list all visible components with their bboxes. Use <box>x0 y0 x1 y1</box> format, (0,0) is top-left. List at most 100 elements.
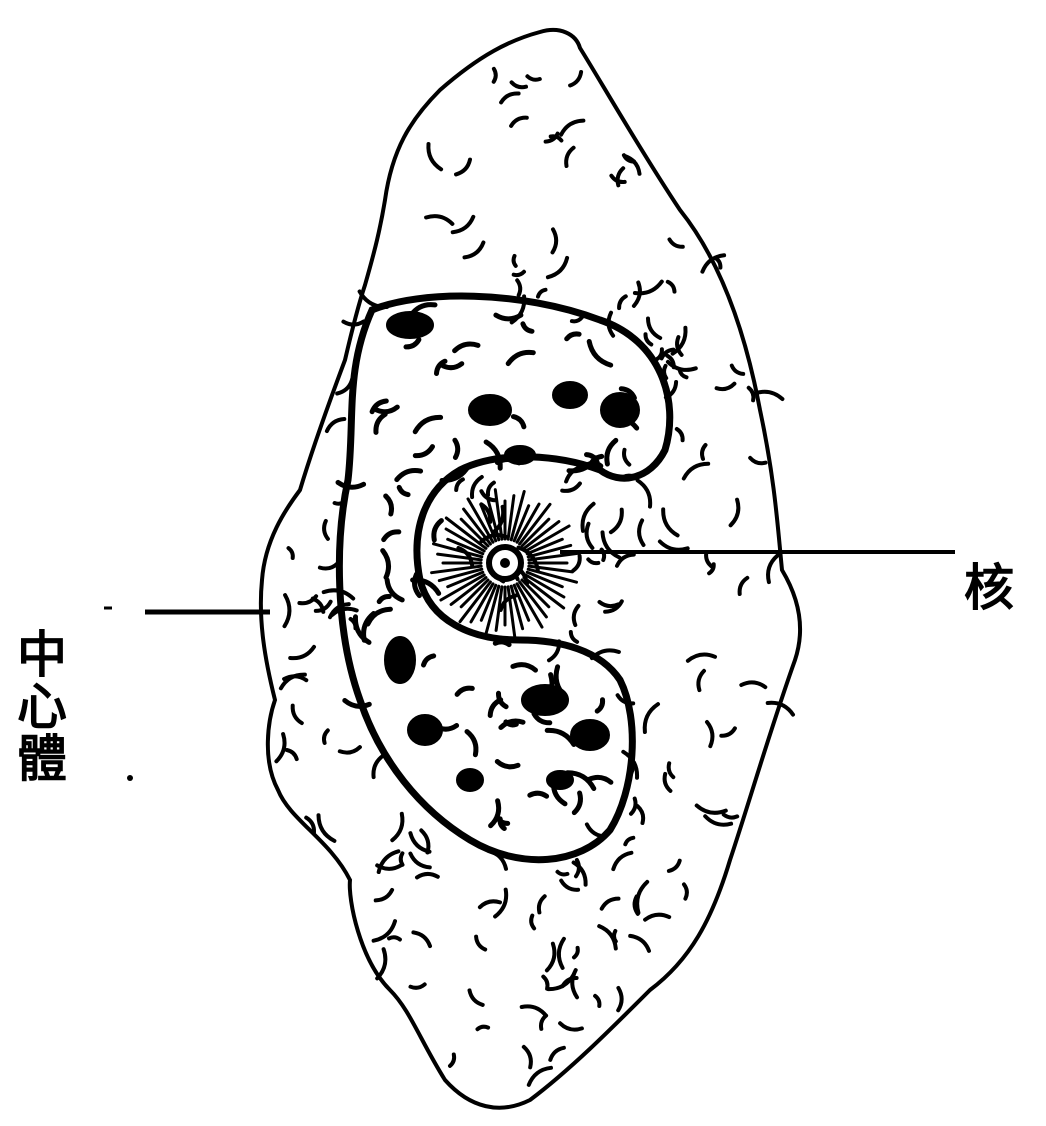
cytoplasm-granule <box>561 121 583 135</box>
chromatin-strand <box>386 496 392 514</box>
cytoplasm-granule <box>697 806 726 813</box>
cytoplasm-granule <box>389 937 400 939</box>
cytoplasm-granule <box>684 464 708 479</box>
cytoplasm-granule <box>543 977 547 989</box>
chromatin-strand <box>377 407 398 412</box>
cytoplasm-granule <box>576 860 579 876</box>
cytoplasm-granule <box>669 763 674 777</box>
chromatin-strand <box>376 414 385 432</box>
cytoplasm-granule <box>531 916 534 929</box>
cytoplasm-granule <box>668 282 675 292</box>
chromatin-clump <box>572 721 608 749</box>
chromatin-strand <box>497 762 518 767</box>
chromatin-strand <box>443 364 462 368</box>
cytoplasm-granule <box>426 216 452 224</box>
cytoplasm-granule <box>290 647 314 658</box>
cytoplasm-granule <box>401 853 403 864</box>
cytoplasm-granule <box>319 815 335 841</box>
cytoplasm-granule <box>600 602 619 606</box>
cytoplasm-granule <box>611 510 622 533</box>
cytoplasm-granule <box>684 884 687 898</box>
chromatin-strand <box>455 344 478 351</box>
cytoplasm-granule <box>702 445 706 459</box>
cytoplasm-granule <box>657 349 662 359</box>
cytoplasm-granule <box>677 429 683 440</box>
cytoplasm-granule <box>602 899 619 909</box>
cytoplasm-granule <box>631 799 636 814</box>
cytoplasm-granule <box>553 229 557 252</box>
cytoplasm-granule <box>376 890 392 901</box>
chromatin-strand <box>455 440 458 457</box>
cytoplasm-granule <box>550 1048 564 1060</box>
cytoplasm-granule <box>529 1068 551 1085</box>
cytoplasm-granule <box>625 838 633 845</box>
cytoplasm-granule <box>410 854 429 868</box>
cytoplasm-granule <box>750 458 765 463</box>
cytoplasm-granule <box>511 118 527 126</box>
cytoplasm-granule <box>480 901 500 907</box>
cytoplasm-granule <box>614 931 616 941</box>
cytoplasm-granule <box>566 148 573 166</box>
cytoplasm-granule <box>638 806 644 823</box>
cytoplasm-granule <box>572 970 577 997</box>
cytoplasm-granule <box>472 477 482 497</box>
cytoplasm-granule <box>514 272 524 275</box>
cytoplasm-granule <box>285 595 290 626</box>
chromatin-strand <box>415 417 440 431</box>
cytoplasm-granule <box>522 1006 546 1015</box>
cytoplasm-granule <box>293 706 302 724</box>
chromatin-clump <box>523 686 567 714</box>
cytoplasm-granule <box>741 682 765 687</box>
cytoplasm-granule <box>558 872 568 875</box>
chromatin-strand <box>607 440 616 464</box>
cytoplasm-granule <box>645 334 651 344</box>
chromatin-strand <box>424 656 434 665</box>
cytoplasm-granule <box>417 874 438 877</box>
cytoplasm-granule <box>663 509 677 535</box>
cytoplasm-granule <box>478 1027 489 1030</box>
chromatin-strand <box>495 642 509 645</box>
chromatin-strand <box>567 334 579 339</box>
cytoplasm-granule <box>276 734 284 761</box>
cytoplasm-granule <box>574 948 578 958</box>
cytoplasm-granule <box>320 563 338 568</box>
chromatin-clump <box>409 716 441 744</box>
cytoplasm-granule <box>639 520 643 545</box>
cytoplasm-granule <box>488 483 494 496</box>
cytoplasm-granule <box>494 69 496 82</box>
cytoplasm-granule <box>392 814 402 840</box>
cytoplasm-granule <box>618 988 621 1010</box>
cytoplasm-granule <box>450 1055 454 1066</box>
cytoplasm-granule <box>626 156 640 174</box>
cytoplasm-granule <box>470 990 483 1005</box>
cytoplasm-granule <box>476 937 485 950</box>
cytoplasm-granule <box>548 258 567 277</box>
chromatin-strand <box>406 340 419 347</box>
cytoplasm-granule <box>287 750 297 759</box>
cytoplasm-granule <box>517 280 520 295</box>
cytoplasm-granule <box>560 1023 582 1029</box>
cytoplasm-granule <box>587 524 593 548</box>
cytoplasm-granule <box>539 896 545 912</box>
nucleus-label: 核 <box>964 548 1014 620</box>
cytoplasm-granule <box>624 450 629 465</box>
chromatin-clump <box>470 396 510 424</box>
chromatin-strand <box>397 471 421 480</box>
chromatin-strand <box>379 596 389 601</box>
cytoplasm-granule <box>574 606 579 625</box>
cytoplasm-granule <box>638 481 650 507</box>
cytoplasm-granule <box>613 853 631 869</box>
cytoplasm-granule <box>706 553 713 567</box>
cytoplasm-granule <box>527 76 539 79</box>
chromatin-strand <box>589 342 611 366</box>
cytoplasm-granule <box>572 317 582 321</box>
cytoplasm-granule <box>465 243 484 258</box>
chromatin-clump <box>548 772 572 788</box>
chromatin-strand <box>508 352 533 363</box>
cytoplasm-granule <box>660 542 688 550</box>
chromatin-strand <box>383 551 389 578</box>
cytoplasm-granule <box>453 217 474 232</box>
chromatin-strand <box>498 693 506 706</box>
chromatin-strand <box>384 532 399 540</box>
cytoplasm-granule <box>595 996 599 1006</box>
